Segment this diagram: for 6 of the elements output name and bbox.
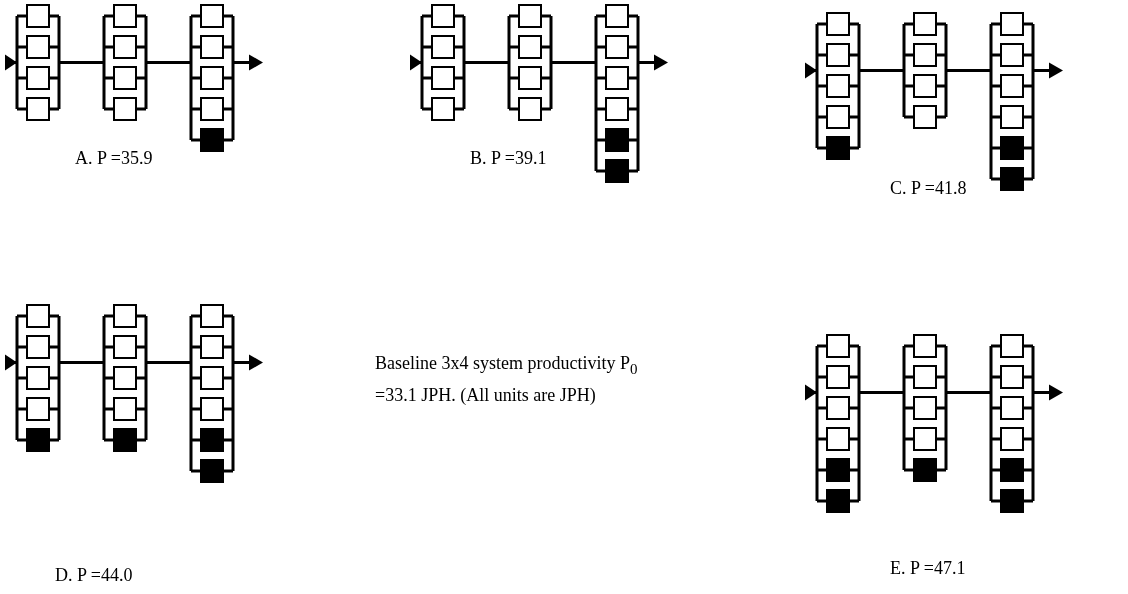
- caption: E. P =47.1: [890, 558, 966, 579]
- caption: D. P =44.0: [55, 565, 133, 586]
- caption: A. P =35.9: [75, 148, 153, 169]
- caption: C. P =41.8: [890, 178, 967, 199]
- caption: B. P =39.1: [470, 148, 547, 169]
- note-text: Baseline 3x4 system productivity P$_{0}$ =33.1 JPH. (All units are JPH): [375, 352, 639, 407]
